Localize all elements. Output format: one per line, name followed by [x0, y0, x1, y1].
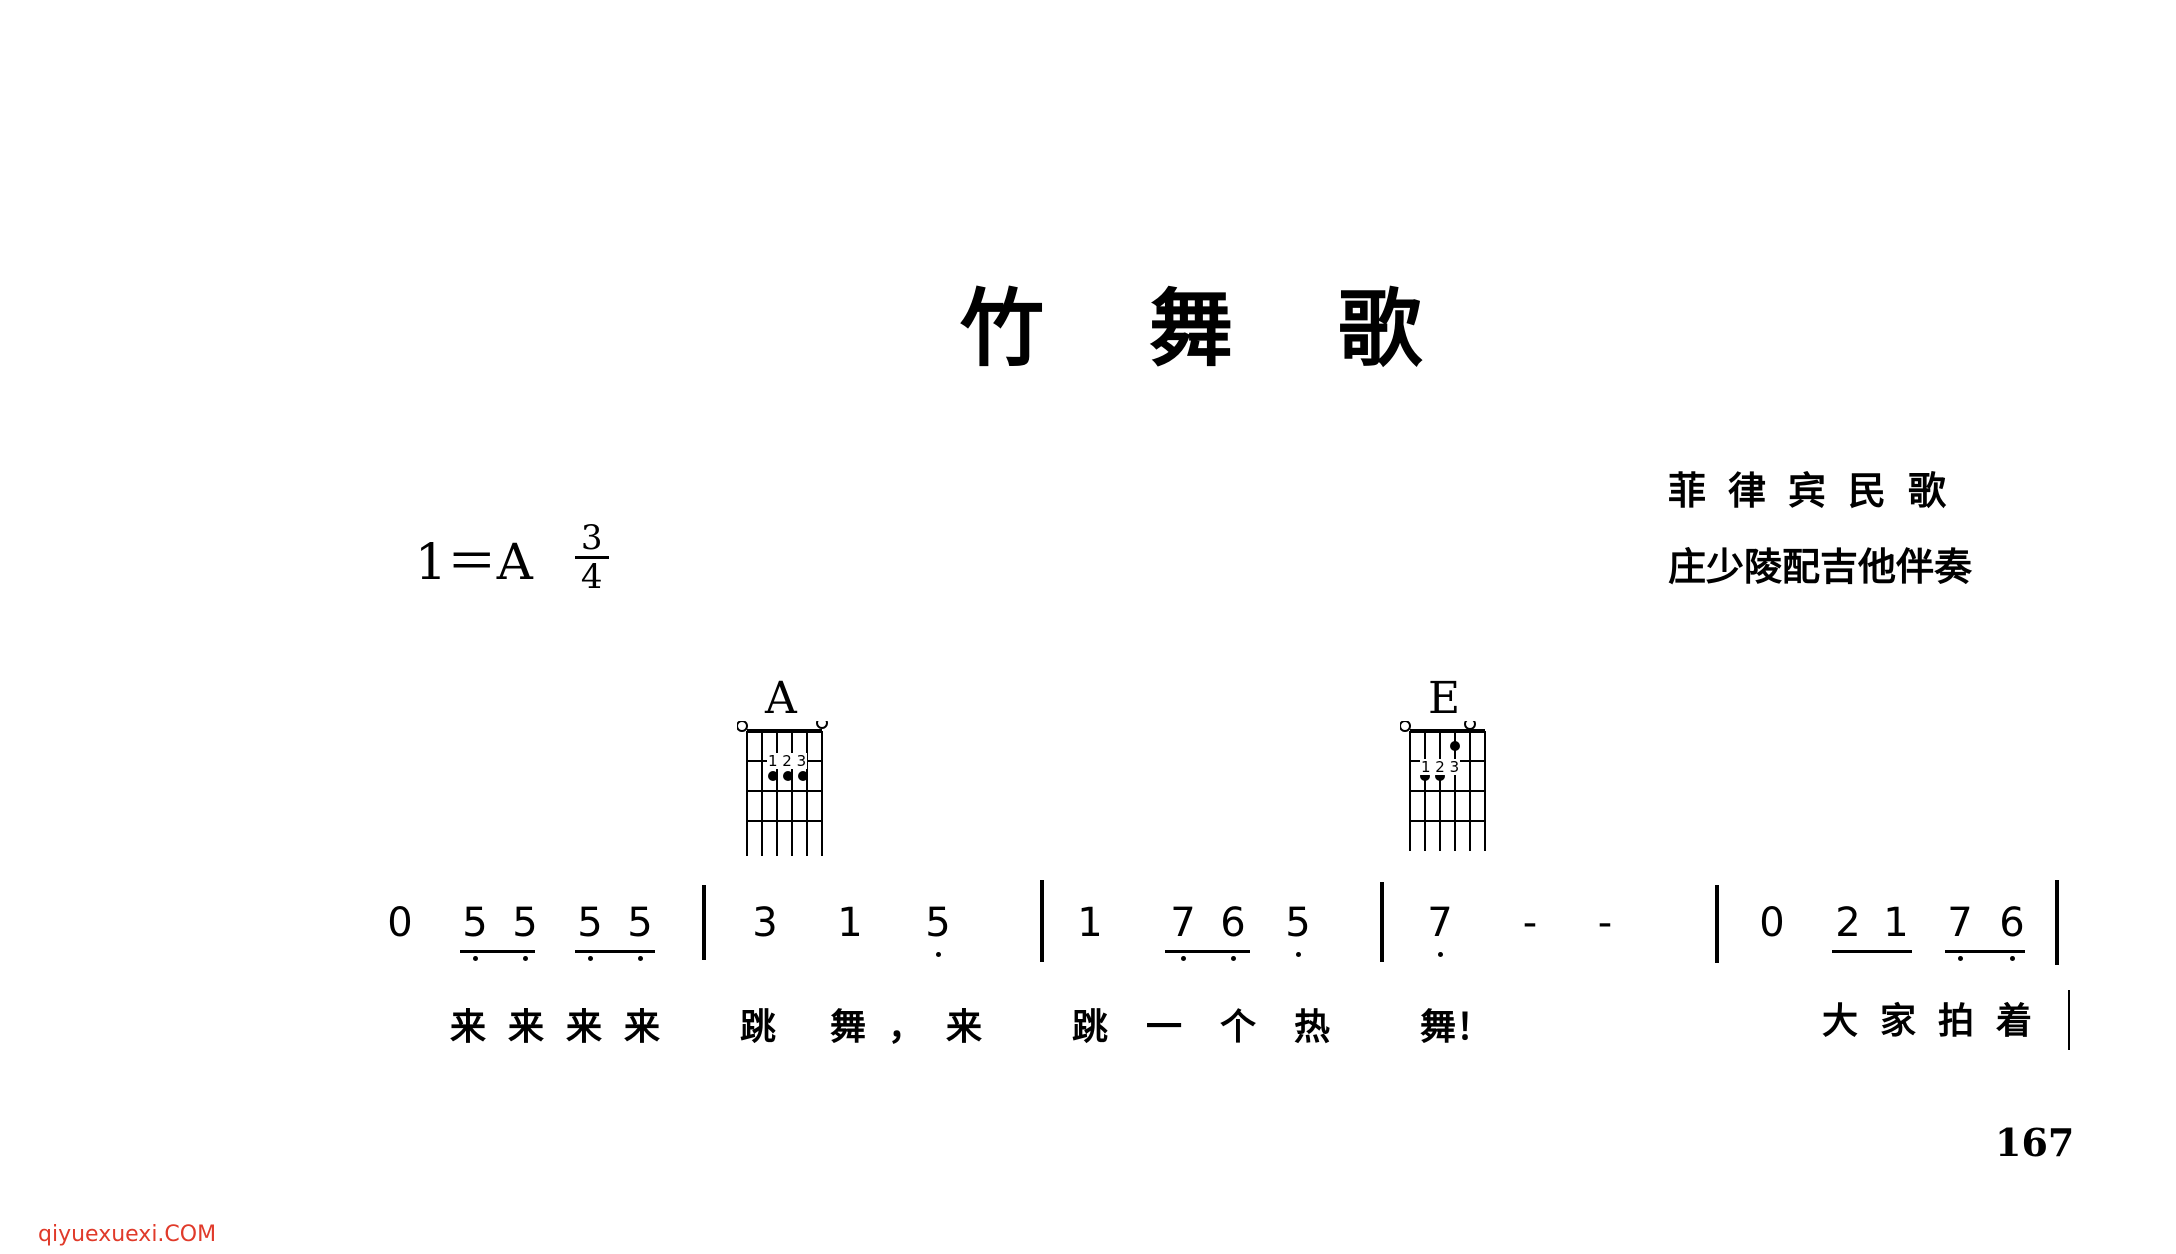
note: 0	[1759, 900, 1785, 946]
note: 5	[925, 900, 951, 946]
note: 7	[1427, 900, 1453, 946]
lyric: 舞！	[1420, 1006, 1493, 1048]
lyric: 跳	[740, 1006, 777, 1048]
note: 6	[1999, 900, 2025, 946]
note: 1	[1883, 900, 1909, 946]
note: 7	[1947, 900, 1973, 946]
lyric: 跳一个热	[1072, 1006, 1369, 1048]
note: 7	[1170, 900, 1196, 946]
chord-diagram-e: E 1 2 3	[1400, 673, 1500, 861]
note: 3	[752, 900, 778, 946]
note: 2	[1835, 900, 1861, 946]
note: 5	[627, 900, 653, 946]
chord-fingering: 1 2 3	[1420, 758, 1461, 776]
note: 5	[577, 900, 603, 946]
guitar-fretboard-icon	[1400, 721, 1486, 851]
watermark: qiyuexuexi.COM	[38, 1222, 217, 1247]
note: -	[1522, 900, 1538, 946]
key-signature: 1＝A 3 4	[415, 520, 609, 595]
chord-diagram-a: A 1 2 3	[737, 673, 837, 861]
chord-name: A	[765, 673, 797, 724]
note: 5	[512, 900, 538, 946]
note: 0	[387, 900, 413, 946]
key-label: 1＝A	[415, 532, 533, 591]
note: -	[1597, 900, 1613, 946]
lyric: 舞，来	[830, 1006, 1005, 1048]
time-top: 3	[574, 520, 609, 559]
chord-fingering: 1 2 3	[767, 752, 808, 770]
note: 5	[462, 900, 488, 946]
note: 5	[1285, 900, 1311, 946]
chord-name: E	[1428, 673, 1461, 724]
time-signature: 3 4	[574, 520, 609, 597]
song-title: 竹舞歌	[960, 279, 1528, 378]
lyric: 大家拍着	[1822, 1000, 2055, 1042]
note: 1	[1077, 900, 1103, 946]
page-number: 167	[1995, 1120, 2075, 1165]
arranger-label: 庄少陵配吉他伴奏	[1668, 544, 1973, 589]
time-bottom: 4	[580, 557, 603, 597]
note: 6	[1220, 900, 1246, 946]
note: 1	[837, 900, 863, 946]
guitar-fretboard-icon	[737, 721, 828, 856]
lyric: 来来来来	[450, 1006, 683, 1048]
origin-label: 菲律宾民歌	[1668, 468, 1969, 513]
